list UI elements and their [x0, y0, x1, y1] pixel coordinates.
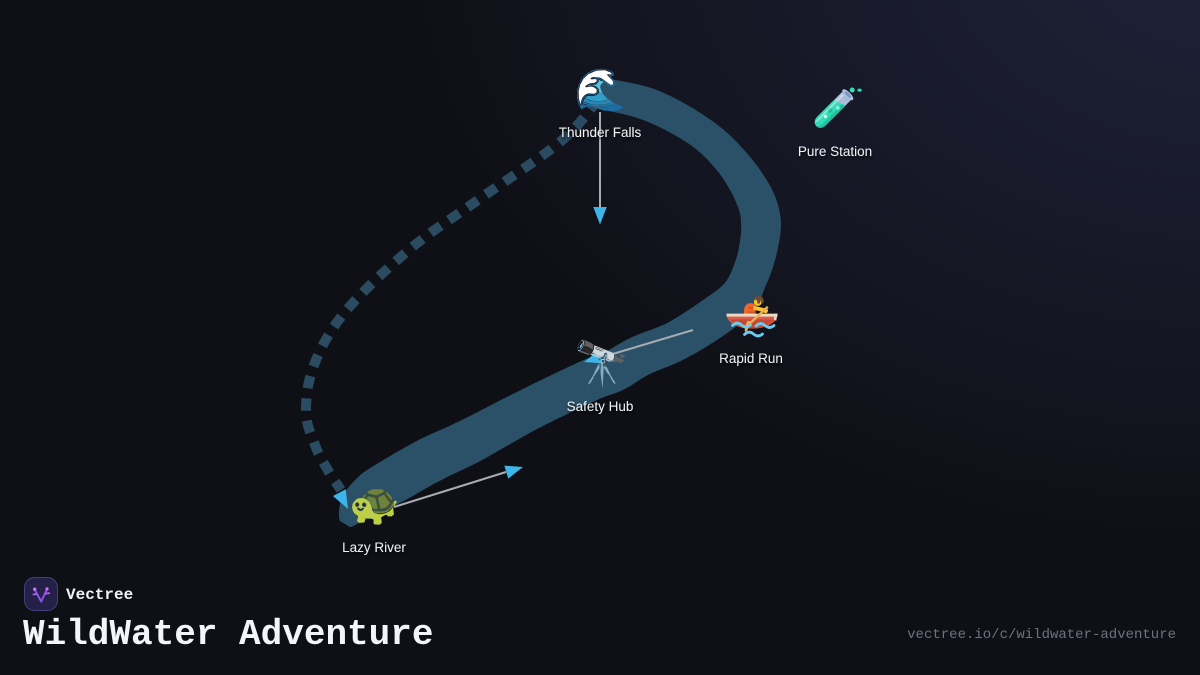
svg-text:Thunder Falls: Thunder Falls [559, 125, 642, 140]
svg-text:Lazy River: Lazy River [342, 540, 406, 555]
svg-text:Safety Hub: Safety Hub [567, 399, 634, 414]
svg-text:Pure Station: Pure Station [798, 144, 872, 159]
svg-text:Vectree: Vectree [66, 586, 133, 604]
svg-text:vectree.io/c/wildwater-adventu: vectree.io/c/wildwater-adventure [907, 627, 1176, 643]
svg-text:Rapid Run: Rapid Run [719, 351, 783, 366]
svg-text:WildWater Adventure: WildWater Adventure [23, 614, 433, 655]
